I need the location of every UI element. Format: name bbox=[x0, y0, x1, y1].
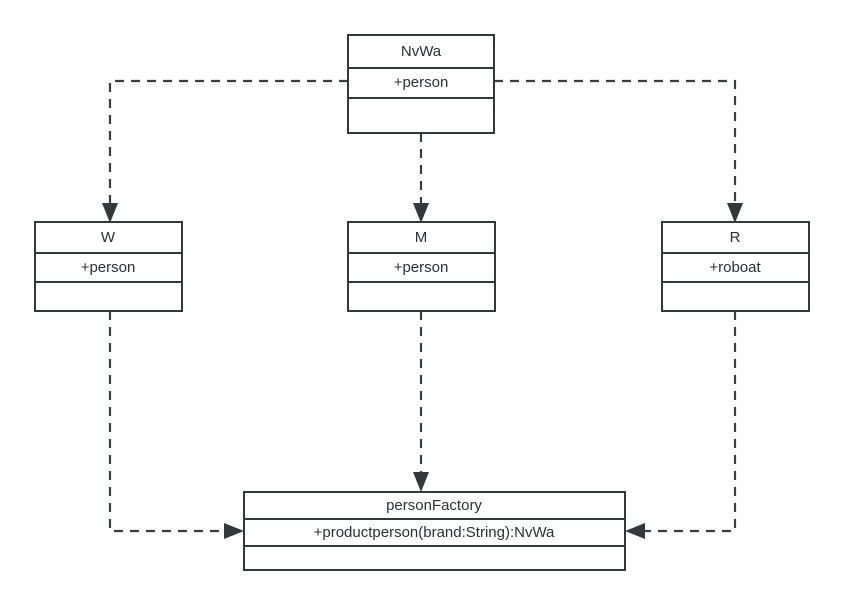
uml-class-w-name: W bbox=[101, 229, 116, 246]
edge-r-to-factory-arrowhead bbox=[625, 523, 645, 539]
uml-class-r-name: R bbox=[730, 229, 741, 246]
edge-m-to-factory bbox=[413, 311, 429, 492]
uml-class-r-frame bbox=[661, 221, 810, 312]
edge-nvwa-to-m-arrowhead bbox=[413, 203, 429, 223]
edge-nvwa-to-w-arrowhead bbox=[102, 203, 118, 223]
uml-class-m-attribute: +person bbox=[394, 259, 449, 276]
uml-class-w[interactable]: W +person bbox=[34, 221, 183, 312]
uml-class-nvwa-frame bbox=[347, 34, 495, 134]
uml-class-nvwa[interactable]: NvWa +person bbox=[347, 34, 495, 134]
uml-class-m-name: M bbox=[415, 229, 428, 246]
uml-class-r-attribute: +roboat bbox=[709, 259, 761, 276]
uml-class-m[interactable]: M +person bbox=[347, 221, 496, 312]
uml-class-personfactory-name: personFactory bbox=[386, 497, 482, 514]
uml-class-w-frame bbox=[34, 221, 183, 312]
uml-class-r[interactable]: R +roboat bbox=[661, 221, 810, 312]
edge-nvwa-to-m bbox=[413, 133, 429, 223]
uml-class-w-attribute: +person bbox=[81, 259, 136, 276]
edge-nvwa-to-w-line bbox=[108, 79, 348, 212]
uml-class-personfactory-attribute: +productperson(brand:String):NvWa bbox=[314, 524, 555, 541]
edge-r-to-factory-line bbox=[636, 311, 737, 533]
uml-class-nvwa-name: NvWa bbox=[401, 43, 442, 60]
edge-nvwa-to-r-arrowhead bbox=[727, 203, 743, 223]
uml-class-personfactory-frame bbox=[243, 491, 626, 571]
uml-class-m-frame bbox=[347, 221, 496, 312]
edge-m-to-factory-arrowhead bbox=[413, 472, 429, 492]
edge-nvwa-to-r bbox=[494, 79, 743, 223]
edge-w-to-factory-line bbox=[108, 311, 233, 533]
edge-nvwa-to-w bbox=[102, 79, 348, 223]
uml-class-personfactory[interactable]: personFactory +productperson(brand:Strin… bbox=[243, 491, 626, 571]
edge-r-to-factory bbox=[625, 311, 737, 539]
edge-nvwa-to-r-line bbox=[494, 79, 737, 212]
edge-w-to-factory bbox=[108, 311, 244, 539]
edge-w-to-factory-arrowhead bbox=[224, 523, 244, 539]
uml-class-nvwa-attribute: +person bbox=[394, 74, 449, 91]
